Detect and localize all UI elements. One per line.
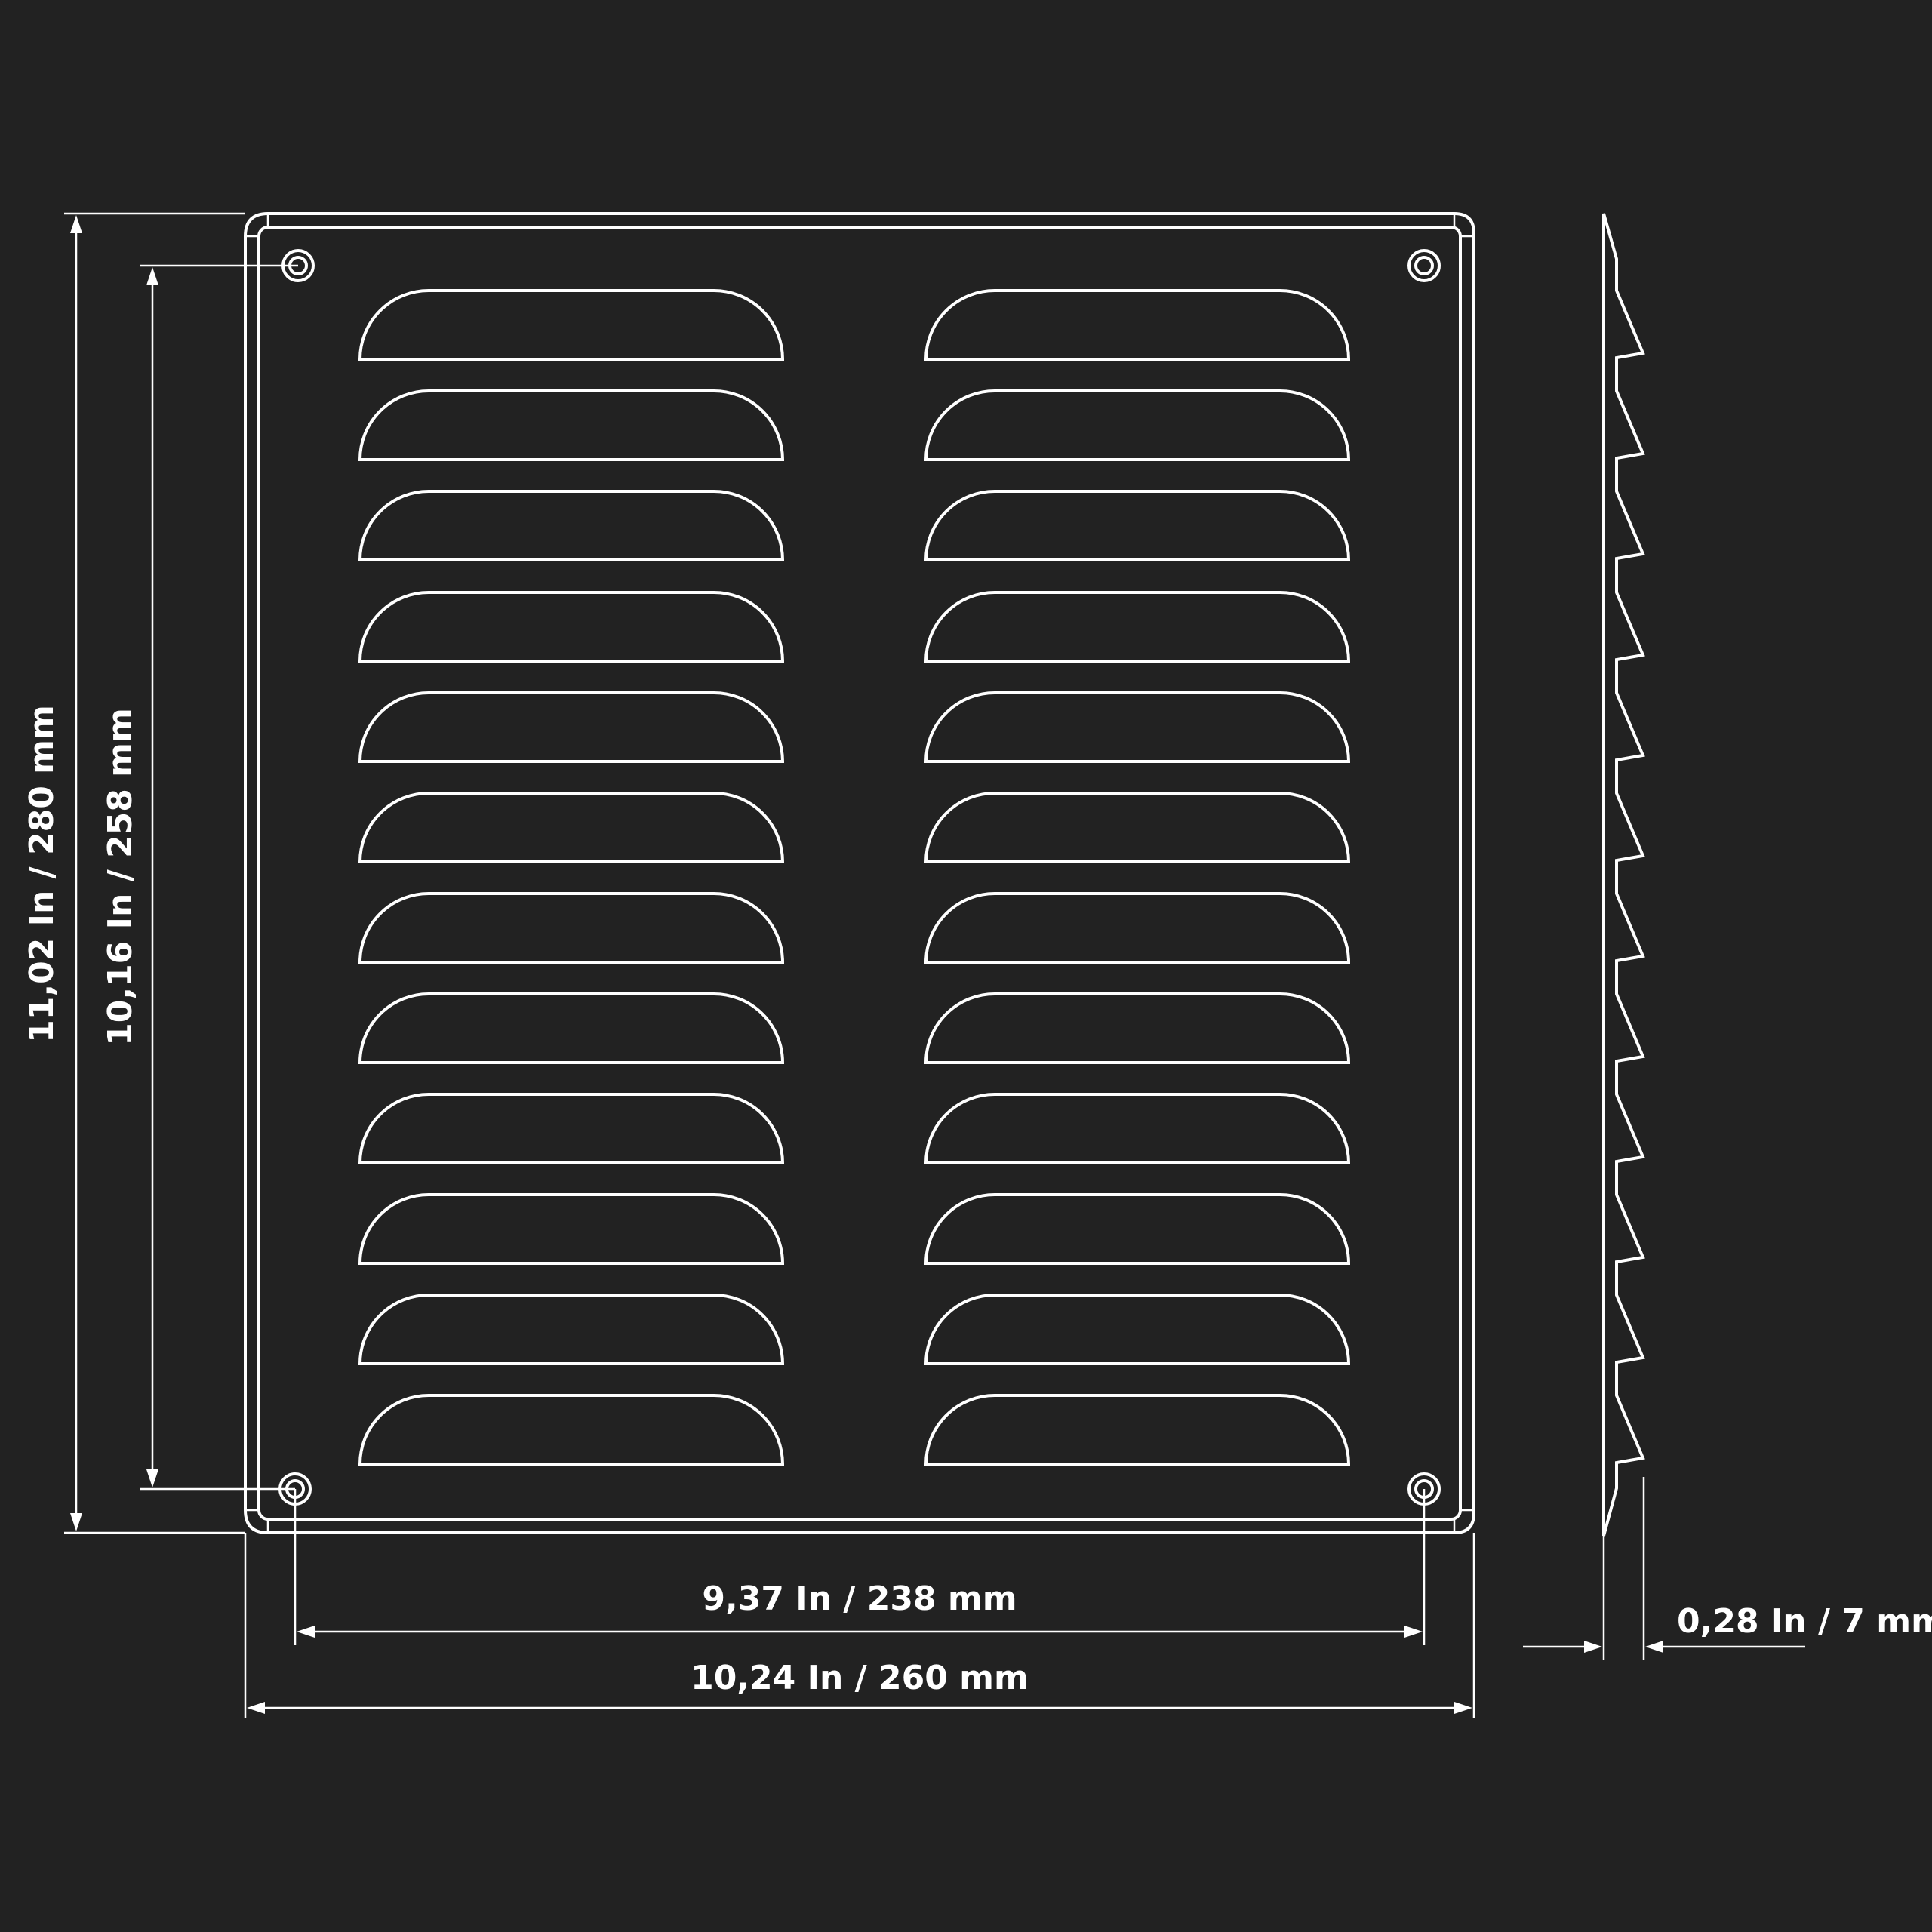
louver xyxy=(924,892,1351,964)
louvers-right-column xyxy=(924,289,1351,1466)
louver xyxy=(924,1294,1351,1365)
louver xyxy=(358,792,785,863)
grille-inner-frame xyxy=(257,226,1462,1521)
depth-label: 0,28 In / 7 mm xyxy=(1677,1602,1932,1641)
grille-front-view xyxy=(244,212,1475,1534)
louver xyxy=(358,691,785,763)
louver xyxy=(358,490,785,561)
louver xyxy=(924,591,1351,663)
louver xyxy=(924,1193,1351,1265)
louver xyxy=(358,389,785,461)
hole-spacing-horizontal-label: 9,37 In / 238 mm xyxy=(702,1580,1017,1618)
louver xyxy=(924,992,1351,1064)
louver xyxy=(924,389,1351,461)
grille-outer-frame xyxy=(244,212,1475,1534)
outer-width-label: 10,24 In / 260 mm xyxy=(691,1659,1029,1697)
louver xyxy=(358,1193,785,1265)
louver xyxy=(358,1294,785,1365)
louver xyxy=(924,289,1351,361)
dimension-depth: 0,28 In / 7 mm xyxy=(1523,1477,1932,1660)
louver xyxy=(924,490,1351,561)
dimension-hole-spacing-vertical: 10,16 In / 258 mm xyxy=(101,264,298,1491)
dimension-hole-spacing-horizontal: 9,37 In / 238 mm xyxy=(294,1489,1426,1645)
louver xyxy=(358,992,785,1064)
dimension-outer-width: 10,24 In / 260 mm xyxy=(244,1533,1475,1718)
grille-side-view xyxy=(1602,213,1645,1537)
side-profile xyxy=(1602,213,1645,1537)
hole-spacing-vertical-label: 10,16 In / 258 mm xyxy=(101,708,140,1046)
louver xyxy=(358,1093,785,1164)
louver xyxy=(924,1394,1351,1466)
louvers-left-column xyxy=(358,289,785,1466)
dimension-outer-height: 11,02 In / 280 mm xyxy=(23,212,245,1534)
louver xyxy=(358,892,785,964)
louver xyxy=(358,591,785,663)
louver xyxy=(358,1394,785,1466)
screw-hole-top-right xyxy=(1407,249,1441,282)
louver xyxy=(358,289,785,361)
louver xyxy=(924,1093,1351,1164)
outer-height-label: 11,02 In / 280 mm xyxy=(23,705,61,1043)
louver xyxy=(924,691,1351,763)
louver xyxy=(924,792,1351,863)
